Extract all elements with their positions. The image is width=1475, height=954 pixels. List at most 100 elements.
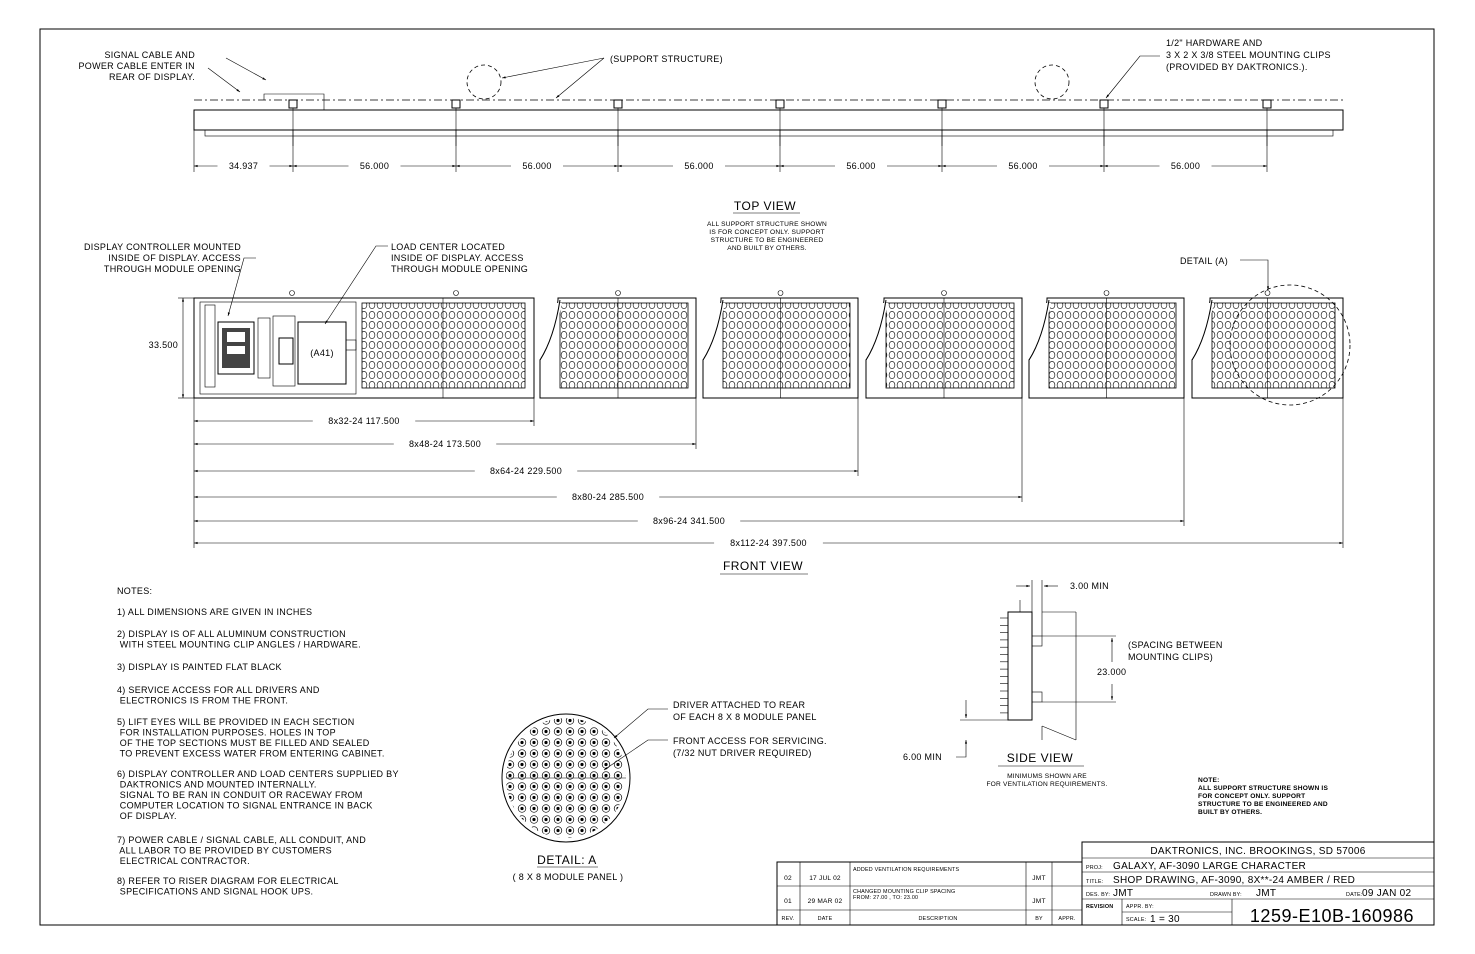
display-section: [539, 290, 697, 399]
svg-text:FRONT ACCESS FOR SERVICING.(7/: FRONT ACCESS FOR SERVICING.(7/32 NUT DRI…: [673, 736, 827, 758]
drawing-date: 09 JAN 02: [1362, 888, 1412, 899]
note-5: 5) LIFT EYES WILL BE PROVIDED IN EACH SE…: [117, 717, 385, 759]
controller-callout-1: DISPLAY CONTROLLER MOUNTED: [84, 242, 241, 252]
rev-row-1-rev: 02: [784, 875, 792, 882]
company-name: DAKTRONICS, INC. BROOKINGS, SD 57006: [1150, 846, 1365, 857]
top-dimension-1: 34.937: [229, 161, 258, 171]
spacing-note-1: (SPACING BETWEEN: [1128, 640, 1223, 650]
rev-row-1-by: JMT: [1032, 875, 1045, 882]
note-6-line-2: DAKTRONICS AND MOUNTED INTERNALLY.: [117, 780, 317, 790]
des-label: DES. BY:: [1086, 892, 1110, 898]
revision-label: REVISION: [1086, 904, 1113, 910]
structure-note-1: NOTE:: [1198, 777, 1220, 784]
height-dimension: 33.500: [149, 340, 178, 350]
rev-header-date: DATE: [818, 916, 833, 922]
date-label: DATE:: [1346, 892, 1362, 898]
access-callout-1: FRONT ACCESS FOR SERVICING.: [673, 736, 827, 746]
side-dim-spacing: 23.000: [1097, 667, 1126, 677]
drawn-label: DRAWN BY:: [1210, 892, 1242, 898]
hardware-callout-2: 3 X 2 X 3/8 STEEL MOUNTING CLIPS: [1166, 50, 1331, 60]
rev-row-2-by: JMT: [1032, 898, 1045, 905]
signal-cable-callout-1: SIGNAL CABLE AND: [105, 50, 196, 60]
mounting-clip: [937, 99, 947, 109]
hardware-callout-1: 1/2" HARDWARE AND: [1166, 38, 1263, 48]
title-label: TITLE:: [1086, 879, 1103, 885]
scale-label: SCALE:: [1126, 917, 1146, 923]
note-6-line-1: 6) DISPLAY CONTROLLER AND LOAD CENTERS S…: [117, 769, 399, 779]
scale-value: 1 = 30: [1150, 914, 1180, 925]
display-section: [1028, 290, 1185, 399]
structure-note-5: BUILT BY OTHERS.: [1198, 809, 1262, 816]
top-dimension-2: 56.000: [360, 161, 389, 171]
side-view-note-1: MINIMUMS SHOWN ARE: [1007, 773, 1087, 780]
detail-a-callout: DETAIL (A): [1180, 256, 1228, 266]
hardware-callout-3: (PROVIDED BY DAKTRONICS.).: [1166, 62, 1308, 72]
note-5-line-2: FOR INSTALLATION PURPOSES. HOLES IN TOP: [117, 728, 336, 738]
drawn-by: JMT: [1256, 888, 1276, 899]
mounting-clip: [288, 99, 298, 109]
support-structure-circle: [1034, 64, 1070, 100]
note-3: 3) DISPLAY IS PAINTED FLAT BLACK: [117, 662, 282, 672]
note-6: 6) DISPLAY CONTROLLER AND LOAD CENTERS S…: [117, 769, 399, 821]
length-dimension-2: 8x48-24 173.500: [409, 439, 481, 449]
controller-callout-2: INSIDE OF DISPLAY. ACCESS: [108, 253, 241, 263]
signal-cable-callout-3: REAR OF DISPLAY.: [109, 72, 195, 82]
rev-row-1-desc: ADDED VENTILATION REQUIREMENTS: [853, 867, 959, 873]
drawing-number: 1259-E10B-160986: [1250, 906, 1414, 926]
note-1-line-1: 1) ALL DIMENSIONS ARE GIVEN IN INCHES: [117, 607, 312, 617]
note-2-line-2: WITH STEEL MOUNTING CLIP ANGLES / HARDWA…: [117, 640, 361, 650]
mounting-clip: [775, 99, 785, 109]
rev-header-desc: DESCRIPTION: [918, 916, 957, 922]
proj-label: PROJ:: [1086, 865, 1103, 871]
note-8: 8) REFER TO RISER DIAGRAM FOR ELECTRICAL…: [117, 876, 339, 897]
rev-row-2-rev: 01: [784, 898, 792, 905]
side-view-note-2: FOR VENTILATION REQUIREMENTS.: [986, 781, 1107, 788]
drawing-title: SHOP DRAWING, AF-3090, 8X**-24 AMBER / R…: [1113, 875, 1355, 886]
note-4-line-2: ELECTRONICS IS FROM THE FRONT.: [117, 696, 288, 706]
length-dimension-3: 8x64-24 229.500: [490, 466, 562, 476]
structure-note-4: STRUCTURE TO BE ENGINEERED AND: [1198, 801, 1328, 808]
top-view-note-3: STRUCTURE TO BE ENGINEERED: [711, 237, 824, 244]
rev-row-2-date: 29 MAR 02: [808, 898, 843, 905]
rev-header-appr: APPR.: [1058, 916, 1075, 922]
notes-heading: NOTES:: [117, 586, 152, 596]
note-7-line-1: 7) POWER CABLE / SIGNAL CABLE, ALL CONDU…: [117, 835, 366, 845]
top-dimension-6: 56.000: [1008, 161, 1037, 171]
top-dimension-3: 56.000: [522, 161, 551, 171]
designed-by: JMT: [1113, 888, 1133, 899]
note-5-line-3: OF THE TOP SECTIONS MUST BE FILLED AND S…: [117, 738, 370, 748]
top-dimension-5: 56.000: [846, 161, 875, 171]
driver-callout-1: DRIVER ATTACHED TO REAR: [673, 700, 805, 710]
length-dimension-5: 8x96-24 341.500: [653, 516, 725, 526]
note-2: 2) DISPLAY IS OF ALL ALUMINUM CONSTRUCTI…: [117, 629, 361, 650]
support-structure-callout: (SUPPORT STRUCTURE): [610, 54, 723, 64]
notes: NOTES: 1) ALL DIMENSIONS ARE GIVEN IN IN…: [117, 586, 399, 897]
rev-row-1-date: 17 JUL 02: [809, 875, 841, 882]
load-center-label: (A41): [310, 348, 334, 358]
sheet-border: [39, 28, 1435, 926]
note-1: 1) ALL DIMENSIONS ARE GIVEN IN INCHES: [117, 607, 312, 617]
appr-label: APPR. BY:: [1126, 904, 1154, 910]
display-section: [1191, 290, 1344, 399]
length-dimension-6: 8x112-24 397.500: [730, 538, 807, 548]
side-dim-bottom: 6.00 MIN: [903, 752, 942, 762]
note-2-line-1: 2) DISPLAY IS OF ALL ALUMINUM CONSTRUCTI…: [117, 629, 346, 639]
top-dimension-4: 56.000: [684, 161, 713, 171]
side-dim-top: 3.00 MIN: [1070, 581, 1109, 591]
note-8-line-1: 8) REFER TO RISER DIAGRAM FOR ELECTRICAL: [117, 876, 339, 886]
top-view-note-1: ALL SUPPORT STRUCTURE SHOWN: [707, 221, 827, 228]
rev-row-2-desc-1: CHANGED MOUNTING CLIP SPACING: [853, 889, 955, 895]
lift-eye: [1103, 290, 1110, 296]
load-center-callout-1: LOAD CENTER LOCATED: [391, 242, 505, 252]
display-section: [865, 290, 1023, 399]
